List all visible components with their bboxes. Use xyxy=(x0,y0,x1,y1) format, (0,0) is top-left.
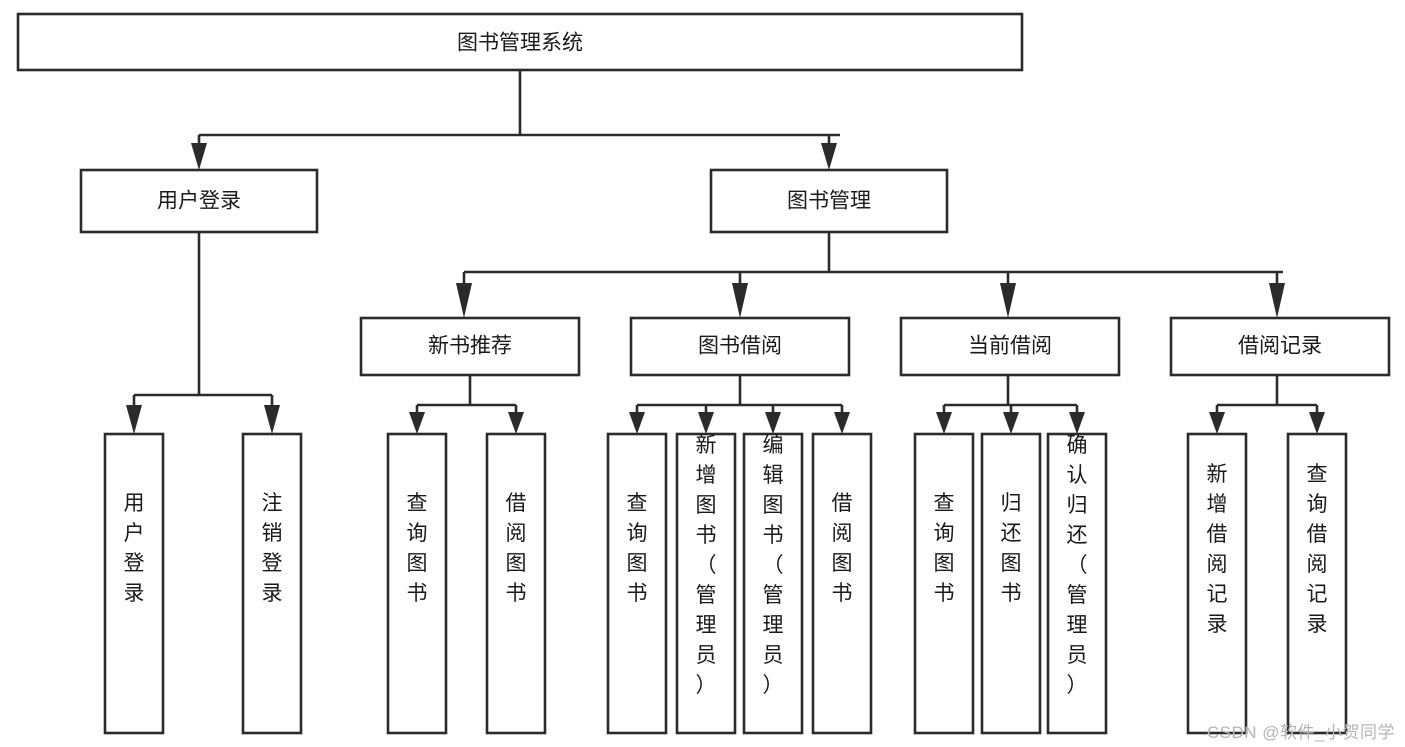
arrow-cb-to-return-book xyxy=(1003,412,1019,434)
arrow-bm-to-currentborrow xyxy=(1000,283,1016,318)
node-leaf-edit-book[interactable]: 编辑图书（管理员） xyxy=(742,432,804,735)
node-leaf-return-book-box[interactable] xyxy=(980,432,1042,735)
node-leaf-add-record-box[interactable] xyxy=(1186,432,1248,735)
node-leaf-user-login-label: 用户登录 xyxy=(124,492,145,605)
arrow-nb-to-borrow-book xyxy=(508,412,524,434)
node-new-book-rec-box[interactable] xyxy=(359,316,581,377)
connectors-layer xyxy=(126,70,1325,434)
node-leaf-borrow-book-1-box[interactable] xyxy=(485,432,547,735)
node-leaf-borrow-book-2[interactable]: 借阅图书 xyxy=(811,432,873,735)
node-leaf-confirm-return-label: 确认归还（管理员） xyxy=(1067,434,1088,697)
node-leaf-user-login[interactable]: 用户登录 xyxy=(103,432,165,735)
node-user-login-label: 用户登录 xyxy=(157,190,241,213)
arrow-bb-to-edit-book xyxy=(765,412,781,434)
arrow-root-to-user-login xyxy=(191,143,207,170)
arrow-ul-to-user-login-leaf xyxy=(126,405,142,434)
arrow-br-to-add-record xyxy=(1209,412,1225,434)
node-leaf-query-book-1[interactable]: 查询图书 xyxy=(386,432,448,735)
node-leaf-add-book-box[interactable] xyxy=(675,432,737,735)
node-leaf-edit-book-box[interactable] xyxy=(742,432,804,735)
node-current-borrow-label: 当前借阅 xyxy=(968,335,1052,358)
arrow-bb-to-borrow-book xyxy=(834,412,850,434)
node-leaf-add-record-label: 新增借阅记录 xyxy=(1207,463,1228,636)
node-book-manage-label: 图书管理 xyxy=(787,190,871,213)
node-leaf-borrow-book-2-label: 借阅图书 xyxy=(832,492,853,605)
node-leaf-confirm-return[interactable]: 确认归还（管理员） xyxy=(1046,432,1108,735)
node-root-label: 图书管理系统 xyxy=(457,32,583,55)
node-leaf-query-record[interactable]: 查询借阅记录 xyxy=(1286,432,1348,735)
node-leaf-query-book-3-box[interactable] xyxy=(913,432,975,735)
node-leaf-query-record-label: 查询借阅记录 xyxy=(1307,463,1328,636)
node-current-borrow-box[interactable] xyxy=(899,316,1121,377)
arrow-cb-to-confirm-return xyxy=(1069,412,1085,434)
node-leaf-edit-book-label: 编辑图书（管理员） xyxy=(763,434,784,697)
arrow-bb-to-add-book xyxy=(698,412,714,434)
node-borrow-record[interactable]: 借阅记录 xyxy=(1169,316,1391,377)
node-leaf-borrow-book-1-label: 借阅图书 xyxy=(506,492,527,605)
arrow-root-to-book-manage xyxy=(821,143,837,170)
node-new-book-rec[interactable]: 新书推荐 xyxy=(359,316,581,377)
node-leaf-add-record[interactable]: 新增借阅记录 xyxy=(1186,432,1248,735)
node-book-borrow[interactable]: 图书借阅 xyxy=(629,316,851,377)
node-book-manage-box[interactable] xyxy=(709,168,949,234)
node-leaf-query-book-2-label: 查询图书 xyxy=(627,492,648,605)
arrow-ul-to-logout-leaf xyxy=(264,405,280,434)
arrow-bb-to-query-book xyxy=(629,412,645,434)
node-book-manage[interactable]: 图书管理 xyxy=(709,168,949,234)
node-borrow-record-box[interactable] xyxy=(1169,316,1391,377)
node-leaf-query-record-box[interactable] xyxy=(1286,432,1348,735)
node-leaf-return-book-label: 归还图书 xyxy=(1001,492,1022,605)
node-leaf-add-book[interactable]: 新增图书（管理员） xyxy=(675,432,737,735)
node-leaf-logout-label: 注销登录 xyxy=(262,492,283,605)
arrow-bm-to-bookborrow xyxy=(732,283,748,318)
node-book-borrow-box[interactable] xyxy=(629,316,851,377)
node-leaf-confirm-return-box[interactable] xyxy=(1046,432,1108,735)
node-new-book-rec-label: 新书推荐 xyxy=(428,335,512,358)
arrow-br-to-query-record xyxy=(1309,412,1325,434)
arrow-nb-to-query-book xyxy=(409,412,425,434)
node-leaf-logout[interactable]: 注销登录 xyxy=(241,432,303,735)
arrow-cb-to-query-book xyxy=(936,412,952,434)
node-leaf-query-book-1-box[interactable] xyxy=(386,432,448,735)
node-leaf-borrow-book-2-box[interactable] xyxy=(811,432,873,735)
node-leaf-query-book-1-label: 查询图书 xyxy=(407,492,428,605)
node-borrow-record-label: 借阅记录 xyxy=(1238,335,1322,358)
node-leaf-borrow-book-1[interactable]: 借阅图书 xyxy=(485,432,547,735)
node-leaf-query-book-3-label: 查询图书 xyxy=(934,492,955,605)
arrow-bm-to-borrowrecord xyxy=(1269,283,1285,318)
arrow-bm-to-newbook xyxy=(456,283,472,318)
node-current-borrow[interactable]: 当前借阅 xyxy=(899,316,1121,377)
node-root[interactable]: 图书管理系统 xyxy=(16,12,1024,72)
node-book-borrow-label: 图书借阅 xyxy=(698,335,782,358)
node-user-login-box[interactable] xyxy=(79,168,319,234)
node-leaf-return-book[interactable]: 归还图书 xyxy=(980,432,1042,735)
node-leaf-user-login-box[interactable] xyxy=(103,432,165,735)
node-user-login[interactable]: 用户登录 xyxy=(79,168,319,234)
node-root-box[interactable] xyxy=(16,12,1024,72)
node-leaf-logout-box[interactable] xyxy=(241,432,303,735)
node-leaf-query-book-2[interactable]: 查询图书 xyxy=(606,432,668,735)
node-leaf-query-book-2-box[interactable] xyxy=(606,432,668,735)
node-leaf-add-book-label: 新增图书（管理员） xyxy=(696,434,717,697)
node-leaf-query-book-3[interactable]: 查询图书 xyxy=(913,432,975,735)
